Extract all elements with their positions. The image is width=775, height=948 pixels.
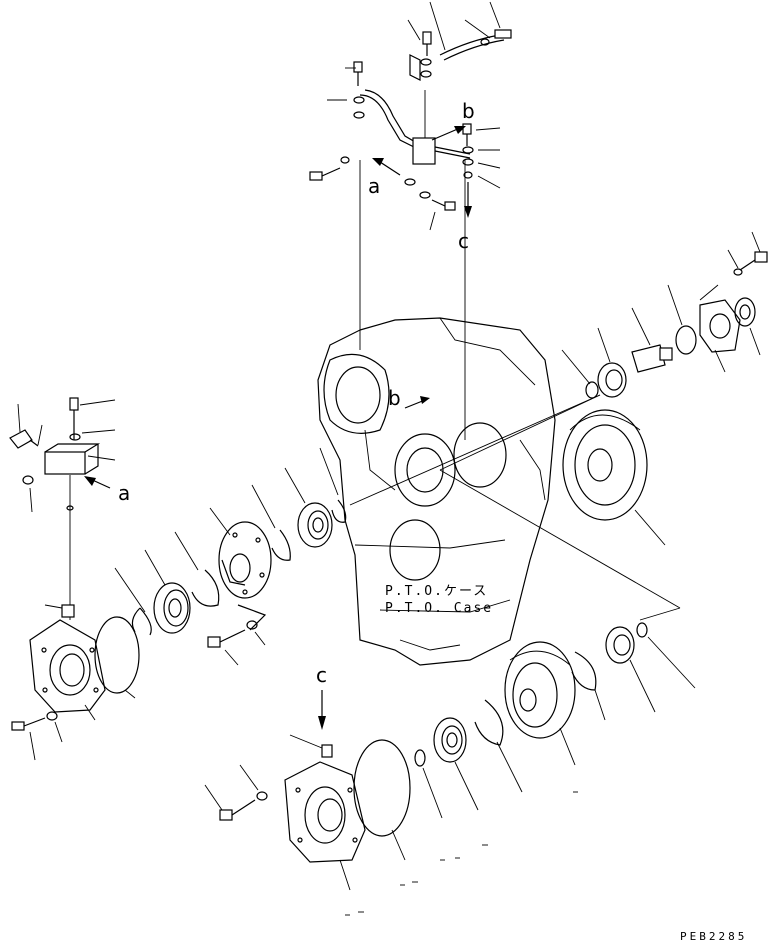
cover-right [699,299,741,353]
bearing-mid [297,502,333,548]
top-piping-assembly [309,1,512,440]
bolt-flange-icon [207,620,258,648]
ref-letter-b-top: b [462,99,475,123]
case-label-jp: P.T.O.ケース [385,584,488,599]
bearing-lower-right [605,626,635,664]
bolt-lower-icon [431,199,456,211]
snap-ring-right [585,381,599,399]
ref-letter-a-left: a [118,481,130,505]
snap-ring-lower-3 [474,699,504,746]
drawing-code: PEB2285 [680,930,747,943]
snap-ring-lower-4 [414,749,426,767]
lower-gear [504,641,576,739]
bearing-right [597,362,627,398]
snap-ring-3 [271,529,291,561]
bolt-top-1-icon [422,31,432,56]
snap-ring-1 [139,607,152,636]
o-ring-right [675,325,697,355]
left-cover [11,604,106,761]
snap-ring-2 [191,569,220,607]
right-gear [562,409,648,521]
flange-shaft [218,521,272,599]
o-ring-lower [353,739,411,837]
case-label-en: P.T.O. Case [385,601,493,616]
bearing-left [153,582,191,634]
bolt-left-icon [309,167,341,181]
sensor-plug [631,344,673,373]
ref-letter-b-case: b [388,386,401,410]
plug-lower [321,744,333,758]
ref-letter-a-top: a [368,174,380,198]
seal-right [734,297,756,327]
o-ring-left [94,616,140,694]
left-valve-block [9,397,116,620]
pto-case [317,317,556,666]
snap-ring-lower-1 [571,651,597,691]
ref-letter-c-lower: c [316,663,327,687]
snap-ring-lower-2 [636,622,648,638]
bolt-top-2-icon [353,61,363,86]
flange-leader [237,604,267,631]
lower-cover [284,761,366,863]
ref-letter-c-top: c [458,229,469,253]
bolt-lower-cover-icon [219,791,268,821]
bolt-right-top-icon [733,251,768,276]
snap-ring-4 [331,499,347,523]
bearing-lower-mid [433,717,467,763]
